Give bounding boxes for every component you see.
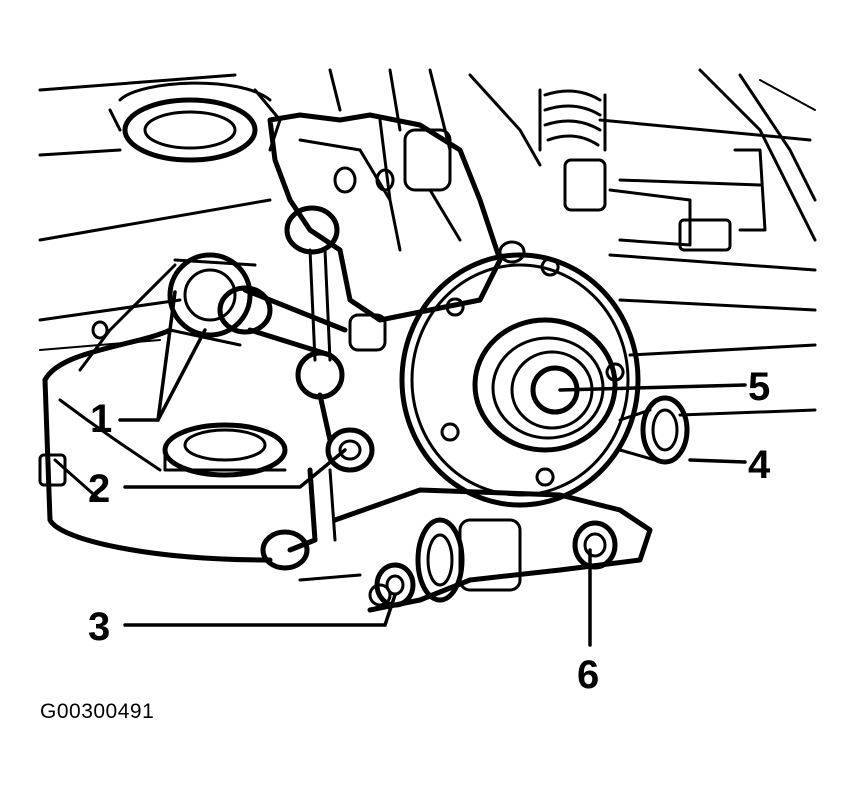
callout-label-3: 3 — [88, 605, 110, 649]
coil-spring — [538, 88, 767, 252]
vehicle-body-outline — [38, 68, 817, 417]
callout-label-1: 1 — [90, 397, 112, 441]
callout-label-6: 6 — [577, 653, 599, 697]
rear-bushing — [618, 395, 690, 465]
lower-arm-assembly — [298, 487, 653, 613]
callout-label-5: 5 — [748, 365, 770, 409]
lower-control-arm — [38, 263, 288, 563]
stabilizer-link — [260, 350, 375, 571]
callout-label-2: 2 — [88, 467, 110, 511]
callout-label-4: 4 — [748, 443, 771, 487]
leader-lines — [118, 290, 747, 647]
steering-knuckle — [267, 112, 503, 362]
figure-id: G00300491 — [40, 700, 155, 723]
